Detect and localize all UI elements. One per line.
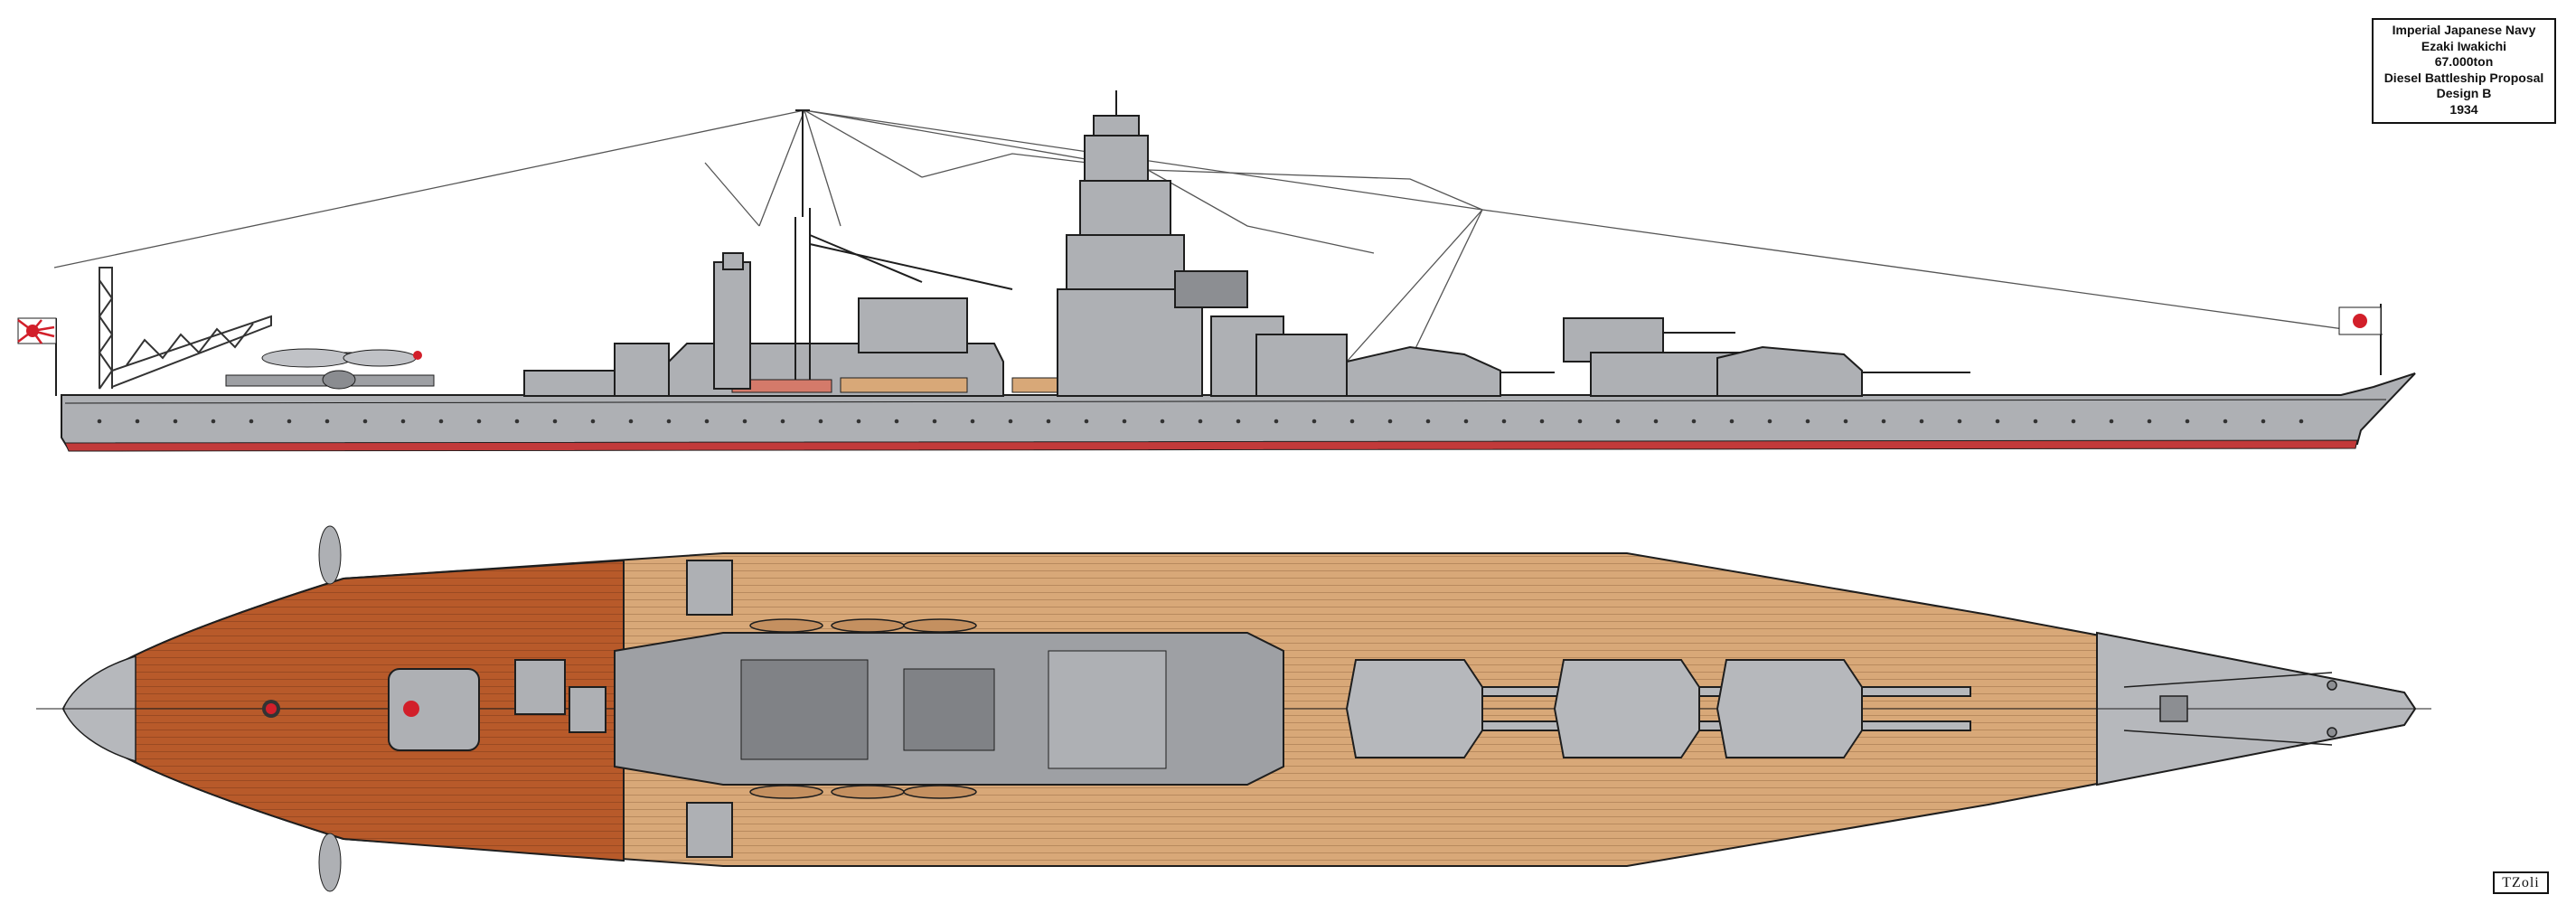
bow-flag [2338,304,2382,375]
main-turrets-top [1345,659,1971,758]
porthole [1084,419,1089,424]
porthole [2071,419,2076,424]
porthole [2223,419,2228,424]
caption-design: Design B [2436,86,2492,100]
porthole [704,419,710,424]
porthole [1957,419,1962,424]
porthole [552,419,558,424]
side-profile-view [17,90,2416,452]
porthole [1615,419,1621,424]
bow-fittings [2123,672,2337,746]
porthole [400,419,406,424]
porthole [1691,419,1697,424]
secondary-turrets [514,560,733,858]
porthole [1046,419,1051,424]
porthole [2109,419,2114,424]
porthole [1767,419,1772,424]
porthole [1843,419,1848,424]
porthole [173,419,178,424]
porthole [2261,419,2266,424]
boot-topping [64,439,2358,452]
caption-type: Diesel Battleship Proposal [2383,70,2544,85]
porthole [2033,419,2038,424]
porthole [2299,419,2304,424]
porthole [894,419,899,424]
porthole [1881,419,1886,424]
porthole [211,419,216,424]
porthole [1425,419,1431,424]
porthole [856,419,861,424]
porthole [970,419,975,424]
caption-designer: Ezaki Iwakichi [2421,38,2507,53]
aft-superstructure [523,343,1140,397]
porthole [742,419,747,424]
porthole [97,419,102,424]
seaplanes [225,348,435,390]
porthole [780,419,785,424]
portholes [97,419,2304,424]
porthole [135,419,140,424]
porthole [1274,419,1279,424]
porthole [1995,419,2000,424]
title-caption-box: Imperial Japanese Navy Ezaki Iwakichi 67… [2372,18,2556,124]
porthole [1198,419,1203,424]
porthole [287,419,292,424]
aft-crane [98,267,272,390]
forward-turrets-side [1346,317,1970,397]
porthole [1919,419,1924,424]
deck-boats [749,618,977,799]
artist-signature: TZoli [2493,871,2549,894]
porthole [1805,419,1810,424]
mainmast [713,109,1013,390]
porthole [249,419,254,424]
caption-tonnage: 67.000ton [2434,54,2494,69]
porthole [932,419,937,424]
side-hull [61,372,2416,451]
porthole [1312,419,1317,424]
porthole [324,419,330,424]
porthole [438,419,444,424]
porthole [1122,419,1127,424]
porthole [1729,419,1735,424]
porthole [1653,419,1659,424]
porthole [1501,419,1507,424]
porthole [666,419,672,424]
porthole [1387,419,1393,424]
porthole [1539,419,1545,424]
porthole [628,419,634,424]
stern-flag [17,317,57,396]
porthole [1236,419,1241,424]
aft-deck-fittings [262,525,480,892]
porthole [362,419,368,424]
porthole [1577,419,1583,424]
porthole [2185,419,2190,424]
porthole [1008,419,1013,424]
porthole [2147,419,2152,424]
porthole [514,419,520,424]
porthole [590,419,596,424]
caption-navy: Imperial Japanese Navy [2392,23,2536,37]
porthole [1349,419,1355,424]
porthole [1463,419,1469,424]
caption-year: 1934 [2449,101,2478,117]
porthole [476,419,482,424]
porthole [818,419,823,424]
porthole [1160,419,1165,424]
main-pagoda-tower [1057,90,1348,397]
plan-view [36,525,2431,892]
